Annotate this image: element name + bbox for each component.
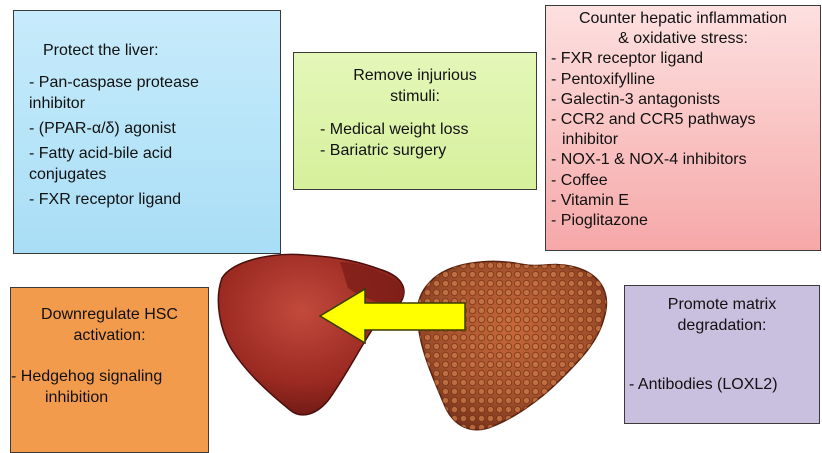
- hsc-list: - Hedgehog signaling inhibition: [11, 366, 208, 408]
- counter-item-galectin: - Galectin-3 antagonists: [546, 90, 820, 110]
- remove-stimuli-box: Remove injurious stimuli: - Medical weig…: [293, 52, 537, 190]
- counter-item-pioglitazone: - Pioglitazone: [546, 211, 820, 231]
- counter-item-vitamin-e: - Vitamin E: [546, 191, 820, 211]
- matrix-item-antibodies: - Antibodies (LOXL2): [625, 374, 819, 395]
- remove-stimuli-heading-line2: stimuli:: [294, 86, 536, 107]
- protect-item-ppar: - (PPAR-α/δ) agonist: [14, 118, 280, 139]
- protect-liver-box: Protect the liver: - Pan-caspase proteas…: [13, 10, 281, 254]
- hsc-item-hedgehog-cont: inhibition: [11, 387, 208, 408]
- protect-item-fatty-acid-cont: conjugates: [14, 164, 280, 185]
- matrix-heading-line2: degradation:: [625, 315, 819, 336]
- counter-item-ccr-cont: inhibitor: [546, 130, 820, 150]
- counter-item-fxr: - FXR receptor ligand: [546, 49, 820, 69]
- hsc-item-hedgehog: - Hedgehog signaling: [11, 366, 208, 387]
- remove-stimuli-list: - Medical weight loss - Bariatric surger…: [294, 119, 536, 161]
- counter-inflammation-box: Counter hepatic inflammation & oxidative…: [545, 5, 821, 251]
- matrix-heading-line1: Promote matrix: [625, 294, 819, 315]
- counter-item-nox: - NOX-1 & NOX-4 inhibitors: [546, 150, 820, 170]
- counter-heading-line2: & oxidative stress:: [546, 29, 820, 49]
- remove-item-bariatric: - Bariatric surgery: [294, 140, 536, 161]
- arrow-icon: [320, 289, 465, 343]
- counter-heading-line1: Counter hepatic inflammation: [546, 9, 820, 29]
- matrix-degradation-box: Promote matrix degradation: - Antibodies…: [624, 285, 820, 424]
- counter-item-coffee: - Coffee: [546, 171, 820, 191]
- protect-item-pan-caspase-cont: inhibitor: [14, 93, 280, 114]
- protect-item-fatty-acid: - Fatty acid-bile acid: [14, 143, 280, 164]
- remove-stimuli-heading-line1: Remove injurious: [294, 65, 536, 86]
- protect-item-fxr: - FXR receptor ligand: [14, 189, 280, 210]
- hsc-heading-line1: Downregulate HSC: [11, 304, 208, 325]
- remove-item-weight-loss: - Medical weight loss: [294, 119, 536, 140]
- counter-item-ccr: - CCR2 and CCR5 pathways: [546, 110, 820, 130]
- protect-liver-heading: Protect the liver:: [14, 40, 280, 61]
- healthy-liver-image: [218, 254, 404, 414]
- hsc-heading-line2: activation:: [11, 325, 208, 346]
- hsc-activation-box: Downregulate HSC activation: - Hedgehog …: [10, 287, 209, 453]
- protect-item-pan-caspase: - Pan-caspase protease: [14, 72, 280, 93]
- counter-item-pentoxifylline: - Pentoxifylline: [546, 70, 820, 90]
- cirrhotic-liver-image: [418, 261, 607, 429]
